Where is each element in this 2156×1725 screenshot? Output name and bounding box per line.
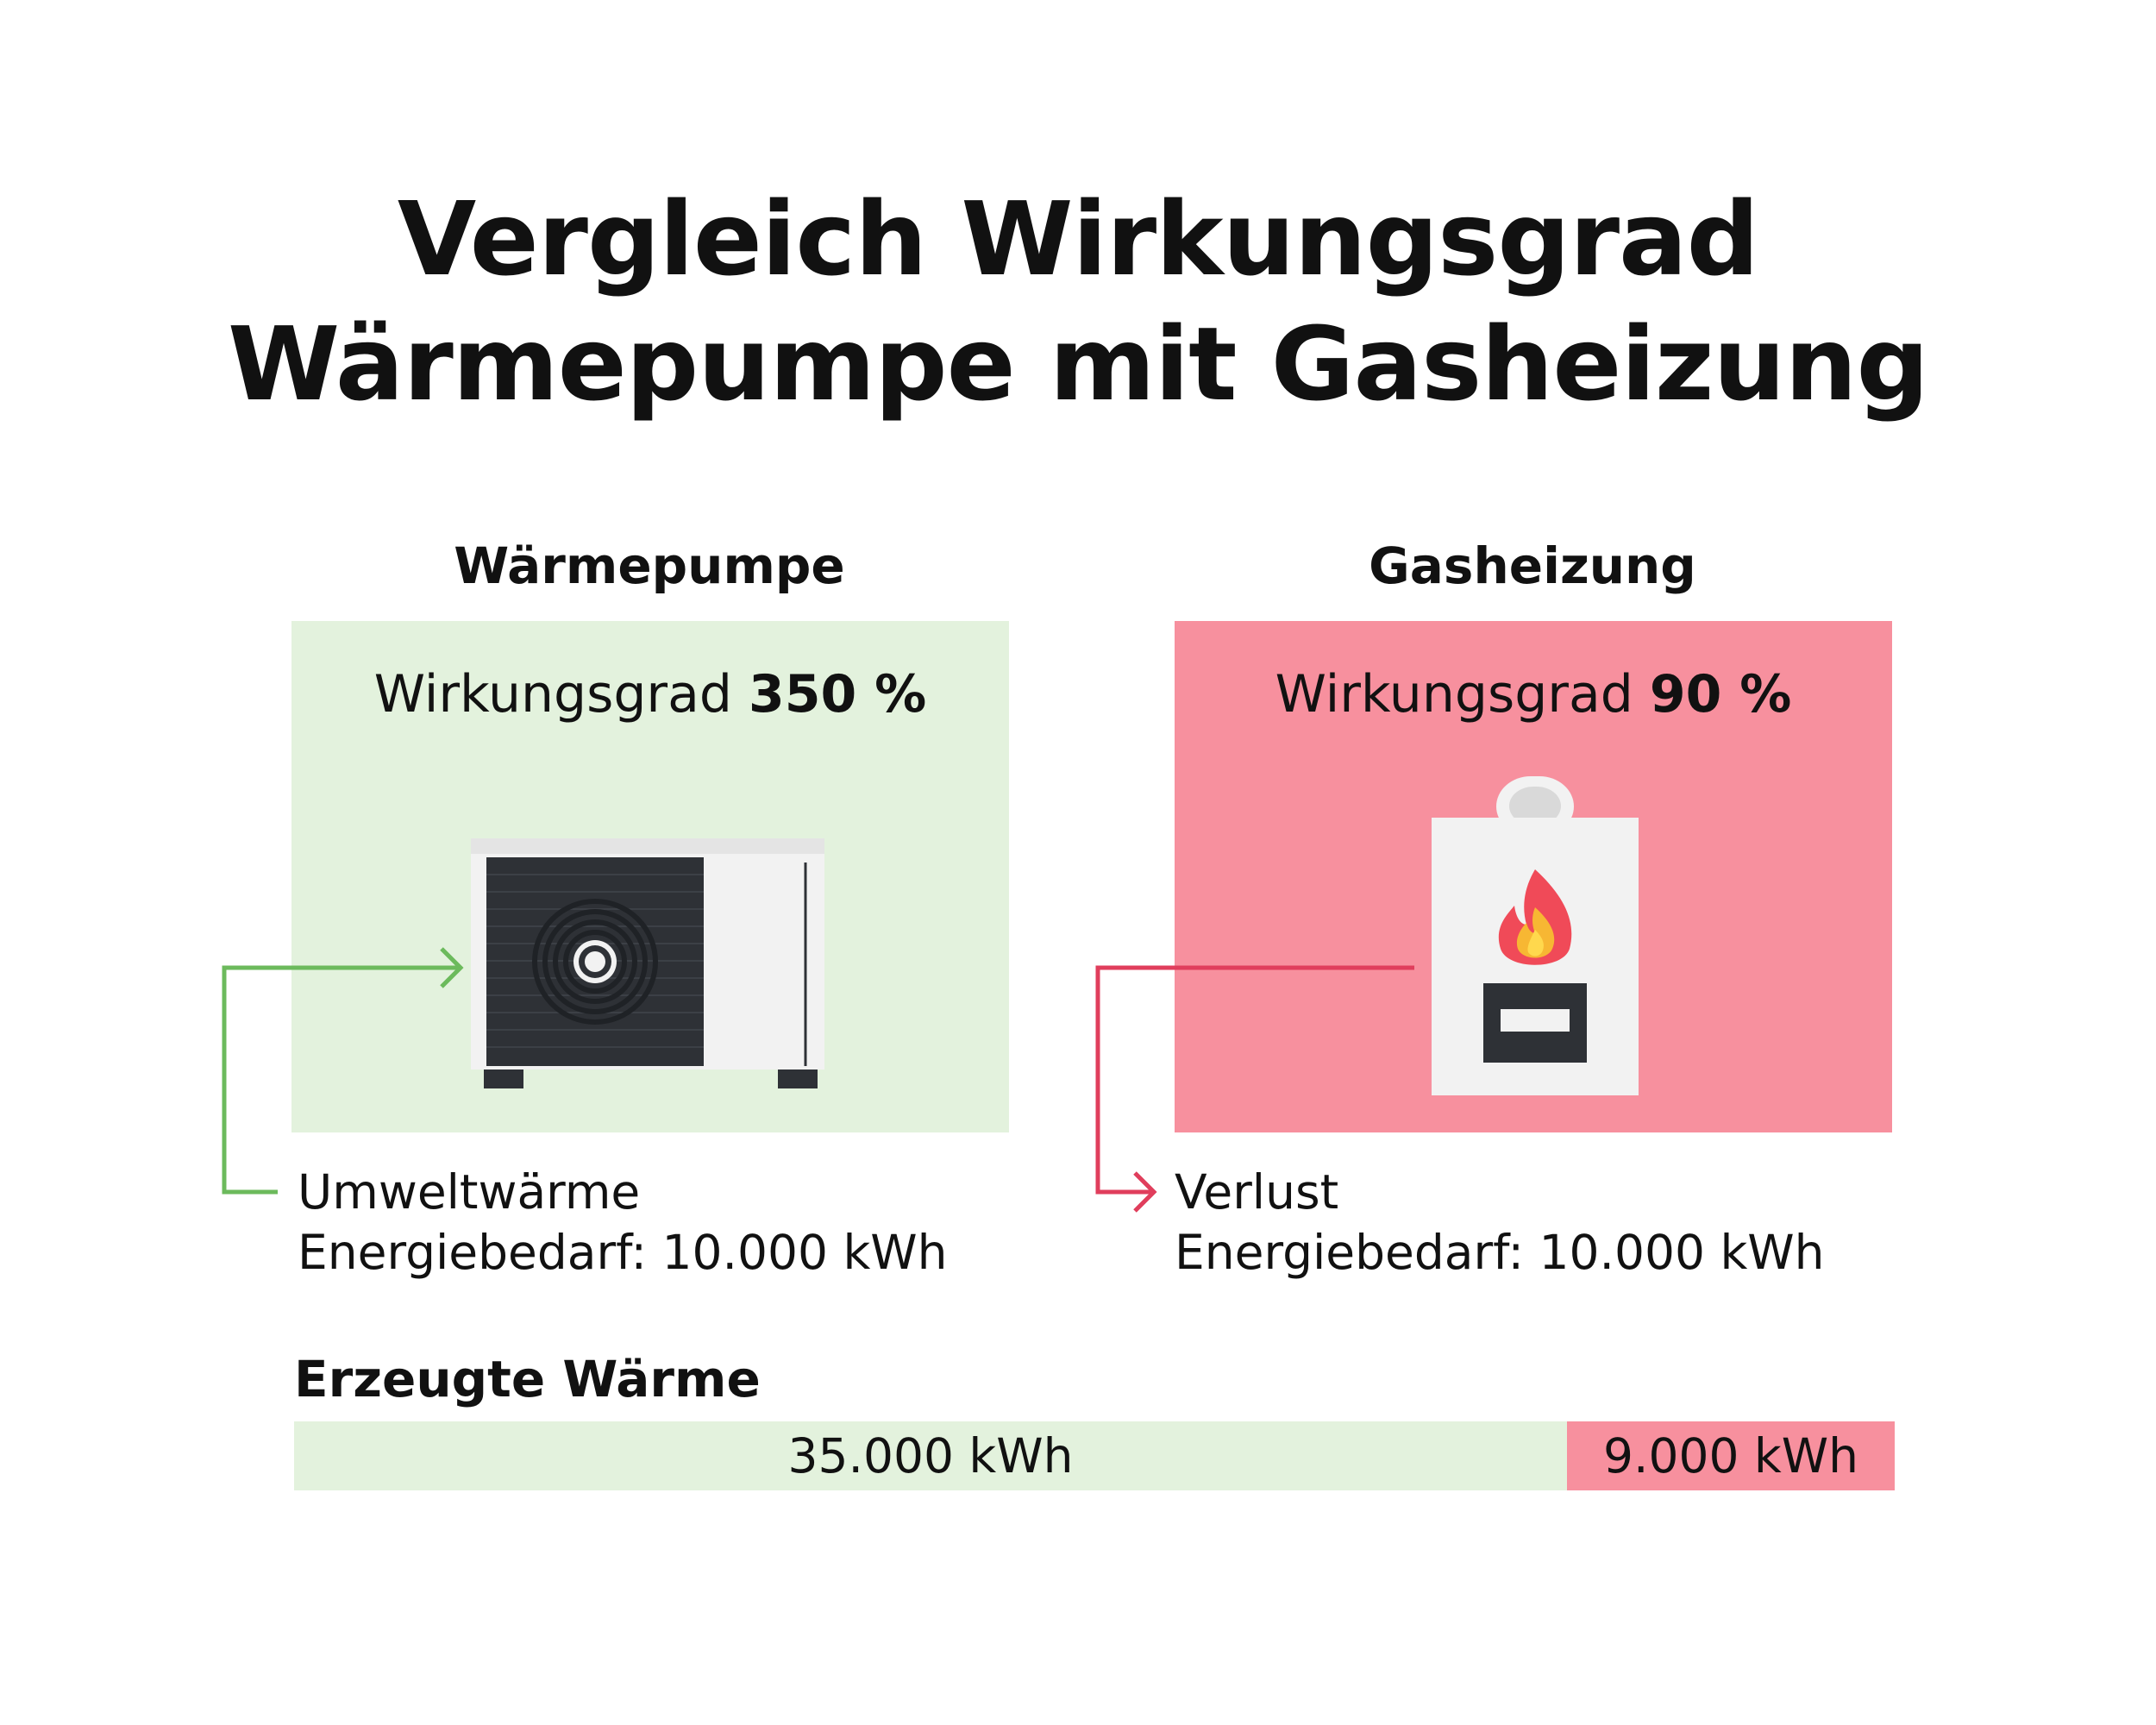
gas-efficiency: Wirkungsgrad 90 %	[1175, 664, 1892, 724]
gas-efficiency-label: Wirkungsgrad	[1275, 664, 1633, 724]
heat-pump-icon	[471, 838, 824, 1088]
gas-energy-demand: Energiebedarf: 10.000 kWh	[1175, 1225, 1825, 1280]
gas-boiler-icon	[1432, 776, 1639, 1095]
gas-efficiency-value: 90 %	[1649, 664, 1792, 724]
gas-heating-panel: Wirkungsgrad 90 %	[1175, 621, 1892, 1132]
heat-pump-heading: Wärmepumpe	[454, 536, 845, 595]
flame-icon	[1498, 869, 1572, 965]
gas-output-segment: 9.000 kWh	[1567, 1421, 1895, 1490]
heat-pump-efficiency-label: Wirkungsgrad	[373, 664, 732, 724]
heat-pump-efficiency: Wirkungsgrad 350 %	[291, 664, 1009, 724]
heat-pump-panel: Wirkungsgrad 350 %	[291, 621, 1009, 1132]
heat-pump-info: Umweltwärme Energiebedarf: 10.000 kWh	[298, 1162, 948, 1283]
heat-pump-efficiency-value: 350 %	[749, 664, 927, 724]
heat-pump-output-segment: 35.000 kWh	[294, 1421, 1567, 1490]
loss-label: Verlust	[1175, 1164, 1339, 1220]
page-title-line-1: Vergleich Wirkungsgrad	[397, 179, 1759, 298]
generated-heat-bar: 35.000 kWh 9.000 kWh	[294, 1421, 1895, 1490]
heat-pump-energy-demand: Energiebedarf: 10.000 kWh	[298, 1225, 948, 1280]
ambient-heat-label: Umweltwärme	[298, 1164, 641, 1220]
generated-heat-heading: Erzeugte Wärme	[294, 1350, 761, 1408]
page-title-line-2: Wärmepumpe mit Gasheizung	[227, 304, 1929, 423]
gas-output-value: 9.000 kWh	[1602, 1428, 1859, 1484]
ambient-heat-arrow	[222, 947, 464, 1195]
heat-pump-output-value: 35.000 kWh	[787, 1428, 1074, 1484]
loss-arrow	[1095, 965, 1414, 1213]
gas-heating-info: Verlust Energiebedarf: 10.000 kWh	[1175, 1162, 1825, 1283]
gas-heating-heading: Gasheizung	[1369, 536, 1696, 595]
